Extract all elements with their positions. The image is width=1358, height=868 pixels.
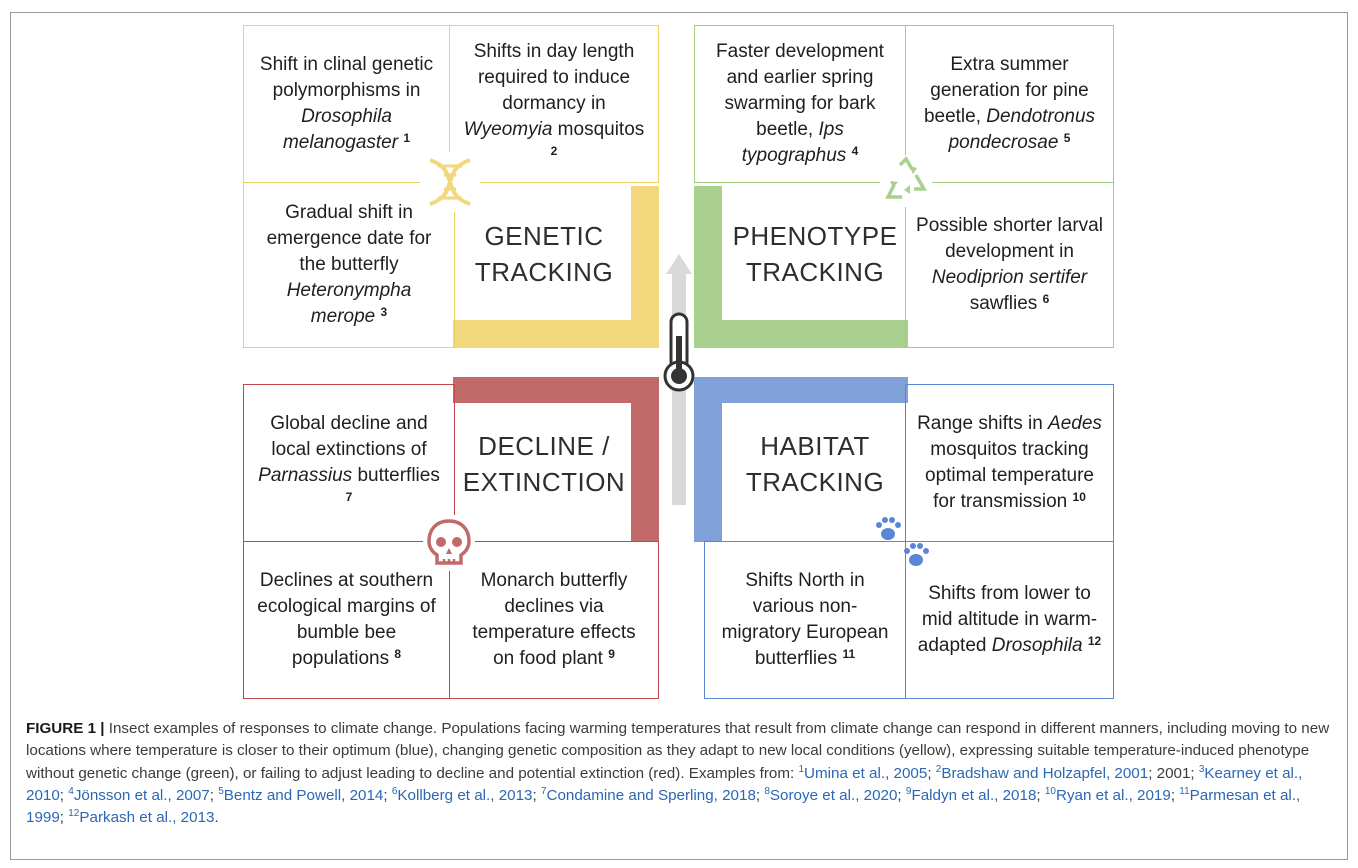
reference-link[interactable]: Soroye et al., 2020 <box>769 786 898 804</box>
reference-separator: ; 2001; <box>1148 764 1199 782</box>
reference-number: 6 <box>391 785 398 797</box>
reference-link[interactable]: Parmesan et al., 1999 <box>26 786 1301 827</box>
reference-number: 7 <box>540 785 547 797</box>
reference-separator: ; <box>383 786 392 804</box>
genetic-bar-horizontal <box>453 320 659 348</box>
dna-icon <box>420 152 480 212</box>
thermometer-icon <box>663 312 695 392</box>
decline-extinction-label: DECLINE /EXTINCTION <box>462 431 626 497</box>
reference-link[interactable]: Condamine and Sperling, 2018 <box>546 786 756 804</box>
reference-link[interactable]: Bradshaw and Holzapfel, 2001 <box>941 764 1149 782</box>
skull-icon <box>423 515 475 571</box>
decline-bar-vertical <box>631 377 659 542</box>
phenotype-box-1: Faster development and earlier spring sw… <box>694 25 906 183</box>
habitat-box-1: Range shifts in Aedes mosquitos tracking… <box>905 384 1114 542</box>
reference-separator: ; <box>59 786 69 804</box>
paw-prints-icon <box>876 517 929 566</box>
genetic-box-3: Gradual shift in emergence date for the … <box>243 182 455 348</box>
reference-link[interactable]: Faldyn et al., 2018 <box>911 786 1037 804</box>
caption-references: 1Umina et al., 2005; 2Bradshaw and Holza… <box>26 763 1303 827</box>
figure-caption: FIGURE 1 | Insect examples of responses … <box>26 718 1338 829</box>
reference-link[interactable]: Kollberg et al., 2013 <box>397 786 533 804</box>
caption-label: FIGURE 1 | <box>26 720 105 737</box>
reference-number: 9 <box>905 785 912 797</box>
reference-separator: . <box>214 809 219 827</box>
habitat-bar-horizontal <box>694 377 908 403</box>
decline-box-2: Declines at southern ecological margins … <box>243 541 450 699</box>
caption-text: Insect examples of responses to climate … <box>26 720 1330 782</box>
reference-number: 4 <box>68 785 74 797</box>
reference-number: 10 <box>1044 785 1056 797</box>
reference-separator: ; <box>532 786 541 804</box>
reference-separator: ; <box>59 809 69 827</box>
genetic-box-1: Shift in clinal genetic polymorphisms in… <box>243 25 450 183</box>
reference-link[interactable]: Jönsson et al., 2007 <box>73 786 210 804</box>
reference-separator: ; <box>897 786 906 804</box>
phenotype-box-2: Extra summer generation for pine beetle,… <box>905 25 1114 183</box>
reference-number: 8 <box>764 785 770 797</box>
reference-separator: ; <box>1036 786 1045 804</box>
reference-number: 11 <box>1179 785 1190 797</box>
reference-number: 2 <box>935 763 942 775</box>
reference-separator: ; <box>755 786 765 804</box>
habitat-box-2: Shifts North in various non-migratory Eu… <box>704 541 906 699</box>
reference-link[interactable]: Parkash et al., 2013 <box>79 809 215 827</box>
phenotype-box-3: Possible shorter larval development in N… <box>905 182 1114 348</box>
reference-link[interactable]: Kearney et al., 2010 <box>26 764 1303 804</box>
reference-link[interactable]: Ryan et al., 2019 <box>1055 786 1171 804</box>
decline-box-1: Global decline and local extinctions of … <box>243 384 455 542</box>
reference-number: 12 <box>68 808 80 820</box>
reference-link[interactable]: Bentz and Powell, 2014 <box>223 786 384 804</box>
reference-separator: ; <box>1170 786 1180 804</box>
decline-bar-horizontal <box>453 377 659 403</box>
reference-link[interactable]: Umina et al., 2005 <box>804 764 928 782</box>
reference-separator: ; <box>209 786 219 804</box>
genetic-box-2: Shifts in day length required to induce … <box>449 25 659 183</box>
habitat-bar-vertical <box>694 377 722 542</box>
reference-number: 1 <box>798 763 805 775</box>
recycle-icon <box>880 155 932 207</box>
reference-number: 5 <box>218 785 224 797</box>
reference-number: 3 <box>1198 763 1205 775</box>
phenotype-bar-horizontal <box>694 320 908 348</box>
figure-frame <box>10 12 1348 860</box>
reference-separator: ; <box>927 764 936 782</box>
habitat-box-3: Shifts from lower to mid altitude in war… <box>905 541 1114 699</box>
decline-box-3: Monarch butterfly declines via temperatu… <box>449 541 659 699</box>
